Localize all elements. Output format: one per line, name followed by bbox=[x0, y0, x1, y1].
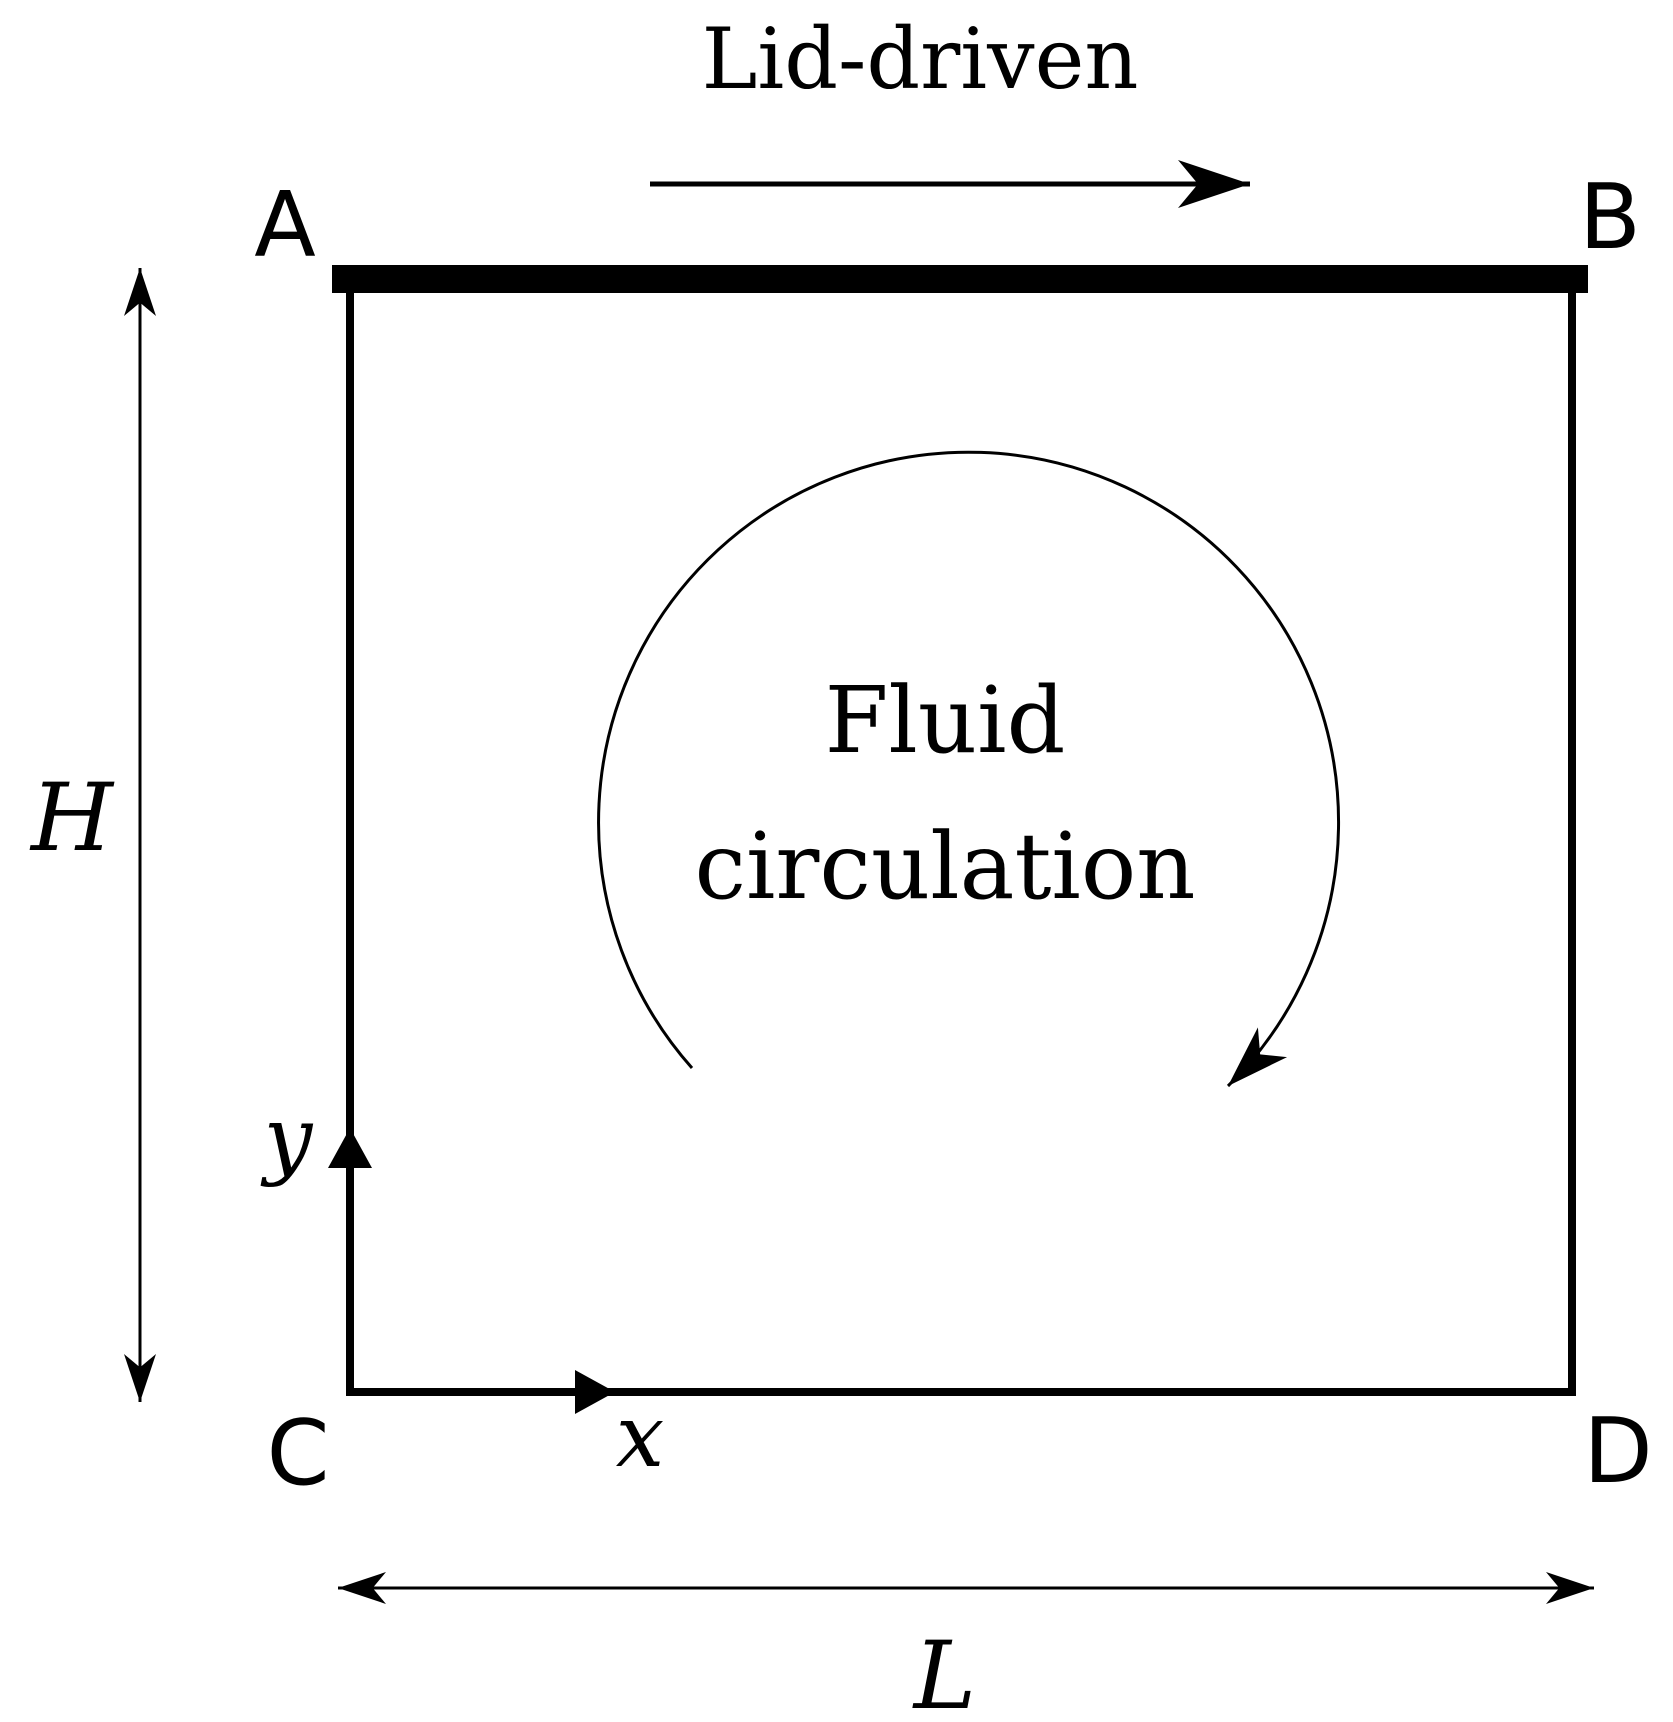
y-axis-arrowhead bbox=[328, 1128, 372, 1168]
corner-label-d: D bbox=[1583, 1399, 1652, 1504]
corner-label-a: A bbox=[254, 173, 316, 278]
corner-label-c: C bbox=[267, 1401, 330, 1506]
x-axis-arrowhead bbox=[575, 1370, 615, 1414]
length-label: L bbox=[912, 1622, 976, 1722]
lid-label: Lid-driven bbox=[702, 10, 1139, 108]
x-axis-label: x bbox=[616, 1387, 665, 1487]
corner-label-b: B bbox=[1579, 165, 1641, 270]
center-label-line2: circulation bbox=[694, 813, 1195, 920]
height-label: H bbox=[29, 764, 115, 873]
circulation-arrow bbox=[597, 450, 1341, 1088]
y-axis-label: y bbox=[260, 1089, 314, 1189]
center-label-line1: Fluid bbox=[825, 667, 1066, 774]
